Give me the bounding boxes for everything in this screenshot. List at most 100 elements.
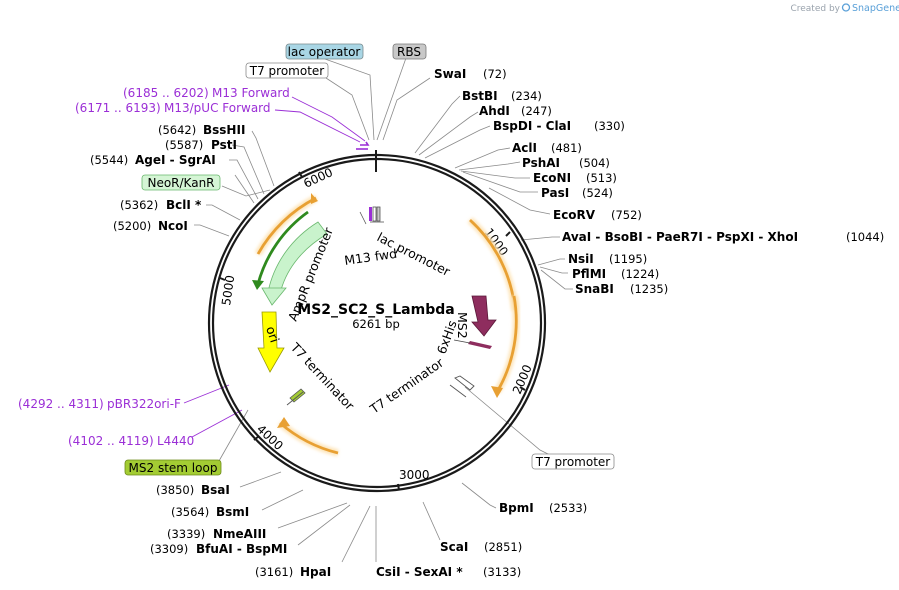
site-econi: EcoNI (513) [533,171,617,185]
site-bsai: (3850)BsaI [156,483,230,497]
neor-kanr-arrow [256,210,309,285]
6xhis-shape [468,341,492,349]
site-pos: (3564) [171,505,209,519]
site-bcli: (5362) BclI * [120,198,202,212]
site-name: BspDI - ClaI [493,119,571,133]
plasmid-size: 6261 bp [352,317,400,331]
site-name: HpaI [300,565,331,579]
primer-m13-forward-range: (6185 .. 6202) [123,86,209,100]
site-name: ScaI [440,540,468,554]
site-name: AhdI [479,104,510,118]
feature-arrowhead-d [311,193,318,204]
site-pos: (513) [586,171,617,185]
site-snabi: SnaBI (1235) [575,282,668,296]
site-bpmi: BpmI(2533) [499,501,587,515]
site-agei-sgrai: (5544) AgeI - SgrAI [90,153,216,167]
backbone-ticks [219,150,526,491]
site-pos: (2533) [549,501,587,515]
site-bsmi: (3564)BsmI [171,505,249,519]
callout-rbs-label: RBS [397,45,421,59]
site-pos: (1224) [621,267,659,281]
site-name: BssHII [203,123,245,137]
primer-pbr322ori-f-name: pBR322ori-F [107,397,181,411]
snapgene-logo-icon [841,3,851,12]
t7-terminator-left-mark [286,388,306,406]
site-name: SnaBI [575,282,614,296]
primer-m13puc-forward-range: (6171 .. 6193) [75,101,161,115]
primer-m13-mark [360,141,370,146]
site-pos: (3850) [156,483,194,497]
site-pos: (5587) [165,138,203,152]
site-nmeaiii: (3339) NmeAIII [167,527,266,541]
site-pflmi: PflMI (1224) [572,267,659,281]
primer-pbr322ori-f: (4292 .. 4311) pBR322ori-F [18,397,181,411]
site-name: AclI [512,141,537,155]
site-pos: (1235) [630,282,668,296]
callout-neor-kanr: NeoR/KanR [141,174,221,191]
site-pos: (234) [511,89,542,103]
site-name: PflMI [572,267,606,281]
site-bsshii: (5642)BssHII [158,123,245,137]
site-ecorv: EcoRV(752) [553,208,642,222]
site-pos: (5544) [90,153,128,167]
callout-rbs: RBS [392,43,427,60]
label-t7-terminator-left: T7 terminator [287,339,358,413]
ampr-promoter-arrowhead [261,287,287,306]
site-name: NmeAIII [213,527,266,541]
site-pos: (3339) [167,527,205,541]
feature-arrow-glow-c [277,420,339,457]
site-name: CsiI - SexAI * [376,565,463,579]
callout-ms2-stem-loop: MS2 stem loop [124,459,222,476]
lac-region-marks [359,206,384,225]
site-name: EcoNI [533,171,571,185]
site-pos: (504) [579,156,610,170]
site-csii-sexai: CsiI - SexAI * (3133) [376,565,521,579]
credit-prefix: Created by [790,4,840,14]
site-psti: (5587)PstI [165,138,237,152]
feature-arrowhead-b [491,386,503,398]
callout-ms2-stem-loop-label: MS2 stem loop [129,461,218,475]
callout-lac-operator-label: lac operator [288,45,361,59]
site-name: AvaI - BsoBI - PaeR7I - PspXI - XhoI [562,230,798,244]
primer-l4440-range: (4102 .. 4119) [68,434,154,448]
primer-l4440: (4102 .. 4119) L4440 [68,434,194,448]
site-name: NsiI [568,252,594,266]
site-name: PshAI [522,156,560,170]
ori-shape [257,311,285,373]
6xhis-leader [453,339,471,344]
site-name: BclI * [166,198,202,212]
site-bfuai-bspmi: (3309)BfuAI - BspMI [150,542,287,556]
site-name: SwaI [434,67,466,81]
primer-m13puc-forward: (6171 .. 6193) M13/pUC Forward [75,101,271,115]
callout-t7-promoter-right-label: T7 promoter [535,455,611,469]
callout-lac-operator: lac operator [285,43,364,60]
credit-brand: SnapGene [852,3,899,14]
label-m13-fwd: M13 fwd [343,246,398,268]
site-pshai: PshAI (504) [522,156,610,170]
feature-arrow-d [256,196,317,255]
site-pos: (72) [483,67,507,81]
feature-arrow-b [495,295,518,393]
site-bstbi: BstBI(234) [462,89,542,103]
primer-m13-forward: (6185 .. 6202) M13 Forward [123,86,290,100]
site-name: NcoI [158,219,188,233]
site-swai: SwaI (72) [434,67,507,81]
site-pos: (3309) [150,542,188,556]
site-nsii: NsiI(1195) [568,252,647,266]
neor-kanr-arrowhead [252,280,264,290]
site-pos: (3133) [483,565,521,579]
site-scai: ScaI(2851) [440,540,522,554]
callout-t7-promoter-right: T7 promoter [531,453,615,470]
site-pos: (481) [551,141,582,155]
site-ahdi: AhdI(247) [479,104,552,118]
site-pos: (330) [594,119,625,133]
site-pasi: PasI(524) [541,186,613,200]
primer-m13puc-forward-name: M13/pUC Forward [164,101,271,115]
site-pos: (5362) [120,198,158,212]
site-name: AgeI - SgrAI [135,153,216,167]
primer-leaders [183,96,366,438]
site-name: EcoRV [553,208,596,222]
credit: Created by SnapGene [790,3,899,14]
site-bspdi-clai: BspDI - ClaI (330) [493,119,625,133]
t7-terminator-right-mark [449,375,475,398]
